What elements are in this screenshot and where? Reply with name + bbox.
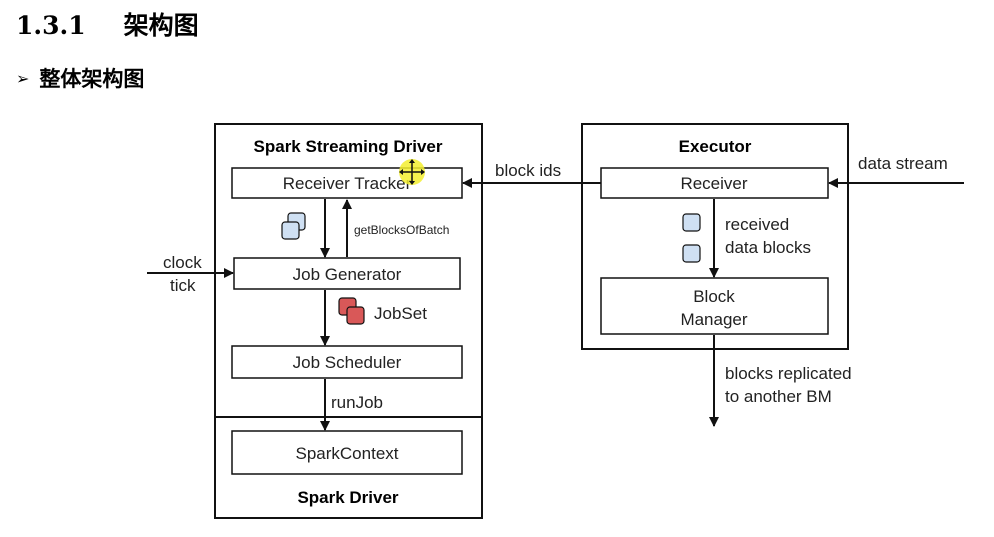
cursor-highlight-icon	[399, 159, 425, 185]
data-stream-label: data stream	[858, 154, 948, 173]
receiver-box	[600, 167, 829, 199]
job-generator-box	[233, 257, 461, 290]
received-label-line2: data blocks	[725, 238, 811, 257]
block-manager-label-line2: Manager	[680, 310, 747, 329]
clock-label: clock	[163, 253, 202, 272]
executor-title: Executor	[679, 137, 752, 156]
spark-driver-title: Spark Driver	[297, 488, 398, 507]
job-scheduler-box	[231, 345, 463, 379]
block-ids-blocks-icon	[281, 212, 306, 240]
replicated-label-line2: to another BM	[725, 387, 832, 406]
tick-label: tick	[170, 276, 196, 295]
received-label-line1: received	[725, 215, 789, 234]
block-ids-label: block ids	[495, 161, 561, 180]
subsection-title: 整体架构图	[39, 67, 145, 91]
replicated-label-line1: blocks replicated	[725, 364, 852, 383]
jobset-label: JobSet	[374, 304, 427, 323]
section-title: 架构图	[123, 11, 199, 40]
streaming-driver-title: Spark Streaming Driver	[254, 137, 443, 156]
bullet-arrow-icon: ➢	[16, 69, 30, 88]
run-job-label: runJob	[331, 393, 383, 412]
receiver-tracker-label: Receiver Tracker	[283, 174, 412, 193]
block-manager-box	[600, 277, 829, 335]
received-data-blocks-icon	[682, 213, 701, 263]
subsection-heading: ➢ 整体架构图	[16, 63, 144, 93]
section-heading: 1.3.1 架构图	[16, 6, 199, 42]
get-blocks-of-batch-label: getBlocksOfBatch	[354, 223, 449, 237]
block-manager-label-line1: Block	[693, 287, 735, 306]
job-generator-label: Job Generator	[293, 265, 402, 284]
section-number: 1.3.1	[16, 11, 86, 40]
job-scheduler-label: Job Scheduler	[293, 353, 402, 372]
spark-context-label: SparkContext	[296, 444, 399, 463]
spark-context-box	[231, 430, 463, 475]
jobset-blocks-icon	[338, 297, 365, 325]
receiver-label: Receiver	[680, 174, 747, 193]
